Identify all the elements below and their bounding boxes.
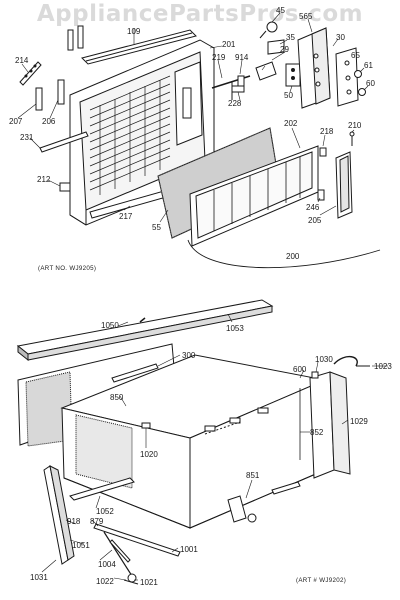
right-side-panel xyxy=(309,371,351,479)
callout-1020: 1020 xyxy=(140,450,158,459)
callout-55: 55 xyxy=(152,223,161,232)
callout-217: 217 xyxy=(119,212,133,221)
callout-1004: 1004 xyxy=(98,560,116,569)
callout-1022: 1022 xyxy=(96,577,114,586)
callout-228: 228 xyxy=(228,99,242,108)
top-assembly xyxy=(19,21,381,269)
callout-219: 219 xyxy=(212,53,226,62)
callout-205: 205 xyxy=(308,216,322,225)
bottom-assembly xyxy=(16,299,370,585)
control-panel xyxy=(297,27,331,109)
callout-210: 210 xyxy=(348,121,362,130)
callout-1021: 1021 xyxy=(140,578,158,587)
callout-246: 246 xyxy=(306,203,320,212)
callout-29: 29 xyxy=(280,45,289,54)
callout-1023: 1023 xyxy=(374,362,392,371)
art-number-bottom: (ART # WJ9202) xyxy=(296,577,346,584)
front-grille xyxy=(189,145,319,247)
callout-30: 30 xyxy=(336,33,345,42)
callout-200: 200 xyxy=(286,252,300,261)
callout-1030: 1030 xyxy=(315,355,333,364)
callout-851: 851 xyxy=(246,471,260,480)
top-callouts: 45 565 109 201 35 30 65 214 219 914 29 6… xyxy=(9,6,375,272)
callout-1029: 1029 xyxy=(350,417,368,426)
callout-202: 202 xyxy=(284,119,298,128)
callout-214: 214 xyxy=(15,56,29,65)
callout-207: 207 xyxy=(9,117,23,126)
callout-1031: 1031 xyxy=(30,573,48,582)
callout-852: 852 xyxy=(310,428,324,437)
callout-1001: 1001 xyxy=(180,545,198,554)
callout-50: 50 xyxy=(284,91,293,100)
callout-1050: 1050 xyxy=(101,321,119,330)
callout-206: 206 xyxy=(42,117,56,126)
callout-918: 918 xyxy=(67,517,81,526)
cabinet xyxy=(60,354,327,529)
callout-218: 218 xyxy=(320,127,334,136)
callout-1053: 1053 xyxy=(226,324,244,333)
top-leader-lines xyxy=(17,12,369,223)
callout-60: 60 xyxy=(366,79,375,88)
callout-914: 914 xyxy=(235,53,249,62)
top-cover-rail xyxy=(16,299,274,362)
callout-109: 109 xyxy=(127,27,141,36)
callout-300: 300 xyxy=(182,351,196,360)
art-number-top: (ART NO. WJ9205) xyxy=(38,265,96,272)
callout-35: 35 xyxy=(286,33,295,42)
callout-565: 565 xyxy=(299,12,313,21)
callout-45: 45 xyxy=(276,6,285,15)
callout-212: 212 xyxy=(37,175,51,184)
top-rail xyxy=(81,29,197,65)
bottom-leader-lines xyxy=(41,313,388,581)
side-panel xyxy=(335,151,353,219)
callout-61: 61 xyxy=(364,61,373,70)
left-brackets xyxy=(19,25,84,111)
callout-850: 850 xyxy=(110,393,124,402)
callout-65: 65 xyxy=(351,51,360,60)
bottom-callouts: 1050 1053 300 1030 600 1023 850 1029 852… xyxy=(30,321,392,587)
callout-600: 600 xyxy=(293,365,307,374)
callout-879: 879 xyxy=(90,517,104,526)
callout-231: 231 xyxy=(20,133,34,142)
callout-1052: 1052 xyxy=(96,507,114,516)
watermark: AppliancePartsPros.com xyxy=(36,1,364,27)
callout-201: 201 xyxy=(222,40,236,49)
callout-1051: 1051 xyxy=(72,541,90,550)
